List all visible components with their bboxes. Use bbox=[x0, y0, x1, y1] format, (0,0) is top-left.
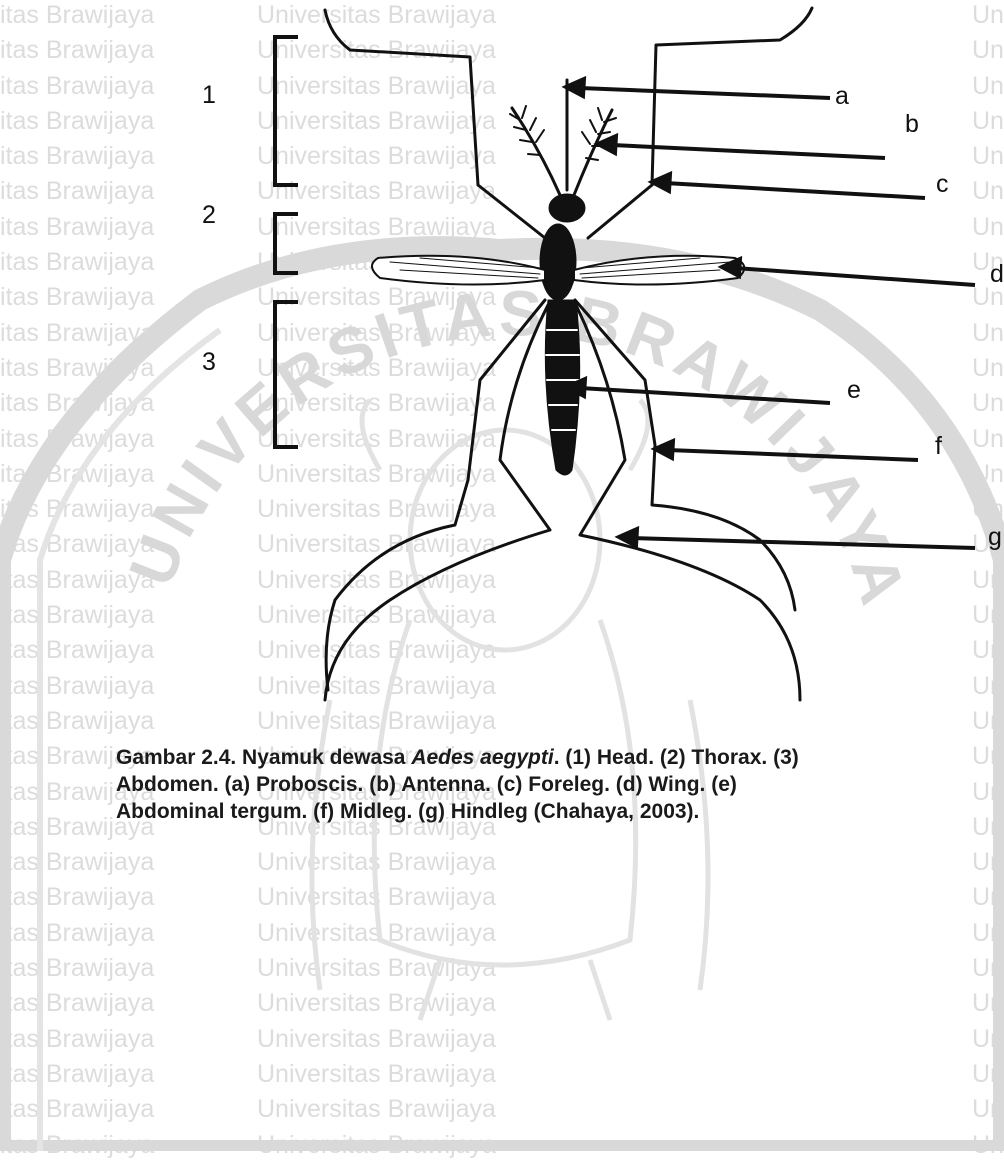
part-label-c: c bbox=[936, 172, 949, 197]
pointer-e bbox=[580, 388, 830, 403]
pointer-b-head bbox=[598, 136, 616, 153]
part-label-a: a bbox=[835, 84, 849, 109]
figure-caption: Gambar 2.4. Nyamuk dewasa Aedes aegypti.… bbox=[116, 744, 1004, 825]
part-label-e: e bbox=[847, 378, 861, 403]
pointer-a bbox=[580, 88, 830, 98]
part-label-f: f bbox=[935, 434, 942, 459]
part-label-g: g bbox=[988, 525, 1002, 550]
pointer-f bbox=[668, 450, 918, 460]
pointer-g bbox=[632, 538, 975, 548]
section-label-abdomen: 3 bbox=[202, 350, 216, 375]
pointer-c bbox=[665, 183, 925, 198]
bracket-thorax bbox=[275, 214, 298, 273]
caption-line1-rest: . (1) Head. (2) Thorax. (3) bbox=[554, 746, 799, 769]
section-label-head: 1 bbox=[202, 83, 216, 108]
pointer-d bbox=[735, 268, 975, 285]
section-label-thorax: 2 bbox=[202, 203, 216, 228]
part-label-b: b bbox=[905, 112, 919, 137]
pointer-f-head bbox=[655, 441, 673, 458]
caption-prefix: Gambar 2.4. Nyamuk dewasa bbox=[116, 746, 411, 769]
bracket-abdomen bbox=[275, 302, 298, 447]
part-label-d: d bbox=[990, 262, 1004, 287]
mosquito-body bbox=[325, 8, 812, 700]
caption-line-2: Abdomen. (a) Proboscis. (b) Antenna. (c)… bbox=[116, 771, 1004, 798]
label-pointers bbox=[566, 79, 975, 548]
bracket-head bbox=[275, 37, 298, 185]
caption-line-1: Gambar 2.4. Nyamuk dewasa Aedes aegypti.… bbox=[116, 744, 1004, 771]
caption-species: Aedes aegypti bbox=[411, 746, 553, 769]
pointer-a-head bbox=[566, 79, 584, 96]
pointer-c-head bbox=[652, 174, 670, 191]
caption-line-3: Abdominal tergum. (f) Midleg. (g) Hindle… bbox=[116, 798, 1004, 825]
